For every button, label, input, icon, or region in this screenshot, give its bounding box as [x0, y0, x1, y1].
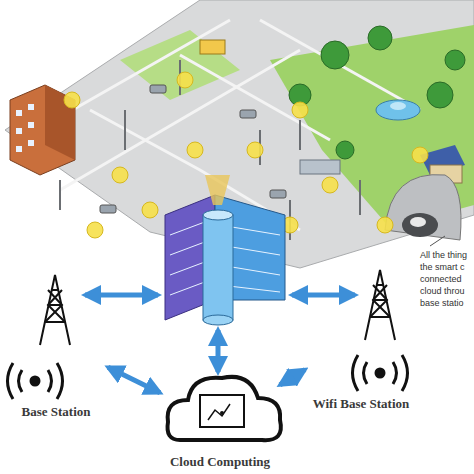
- link-arrow: [280, 370, 305, 385]
- note-text: cloud throu: [420, 286, 465, 297]
- node-label: Wifi Base Station: [310, 396, 413, 412]
- note-text: base statio: [420, 298, 464, 309]
- station-node: Base Station: [4, 262, 108, 422]
- note-text: All the thing: [420, 250, 467, 261]
- station-node: Cloud Computing: [160, 372, 280, 472]
- note-text: connected: [420, 274, 462, 285]
- link-arrow: [108, 367, 160, 392]
- note-text: the smart c: [420, 262, 465, 273]
- node-label: Cloud Computing: [167, 454, 273, 470]
- station-node: Wifi Base Station: [305, 256, 417, 414]
- node-label: Base Station: [19, 404, 94, 420]
